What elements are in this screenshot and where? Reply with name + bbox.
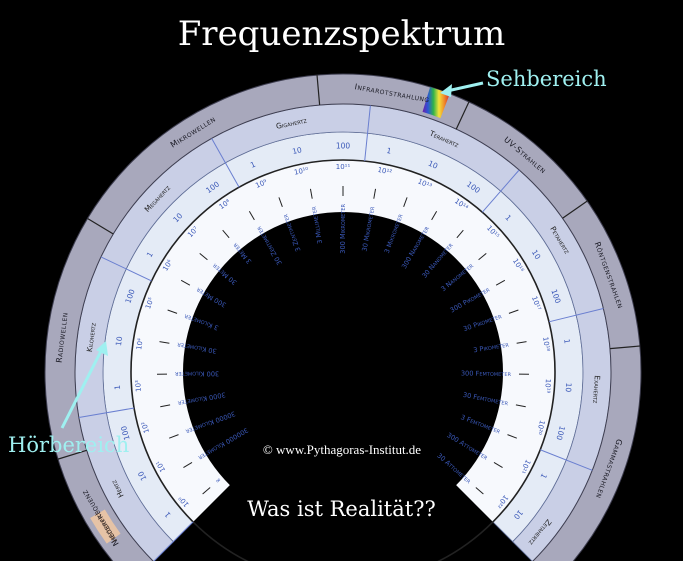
unit-scale-tick: 1 bbox=[562, 338, 572, 344]
unit-scale-tick: 10 bbox=[564, 382, 574, 392]
wavelength-tick bbox=[373, 188, 377, 199]
unit-scale-tick: 1 bbox=[538, 472, 548, 481]
unit-scale-tick: 1 bbox=[503, 213, 513, 223]
power-tick-label: 10²⁰ bbox=[535, 419, 547, 435]
wavelength-tick bbox=[183, 462, 193, 469]
wavelength-label: 300 Mikrometer bbox=[339, 203, 347, 253]
wavelength-tick bbox=[160, 404, 171, 408]
wavelength-tick bbox=[515, 404, 526, 408]
band-divider bbox=[57, 449, 87, 460]
wavelength-tick bbox=[180, 279, 191, 286]
sehbereich-label: Sehbereich bbox=[486, 67, 607, 91]
unit-scale-tick: 1 bbox=[386, 146, 393, 156]
unit-label: Kilohertz bbox=[85, 322, 98, 353]
unit-scale-tick: 100 bbox=[336, 142, 351, 151]
hoerbereich-band bbox=[90, 509, 121, 544]
spectrum-rings bbox=[44, 73, 642, 561]
wavelength-tick bbox=[278, 197, 283, 207]
wavelength-label: ∞ bbox=[214, 476, 223, 486]
wavelength-tick bbox=[431, 211, 438, 221]
band-divider bbox=[316, 75, 321, 106]
power-tick-label: 10¹⁹ bbox=[543, 378, 552, 393]
band-divider bbox=[455, 101, 470, 130]
wavelength-tick bbox=[222, 229, 230, 239]
unit-scale-tick: 1 bbox=[163, 510, 173, 520]
wavelength-tick bbox=[202, 487, 211, 495]
wavelength-tick bbox=[403, 197, 408, 207]
unit-scale-tick: 10 bbox=[427, 159, 440, 171]
unit-divider bbox=[153, 521, 194, 561]
band-divider bbox=[609, 345, 640, 350]
unit-scale-tick: 1 bbox=[113, 385, 122, 391]
hoerbereich-arrowhead bbox=[96, 341, 108, 356]
wavelength-label: 300 Pikometer bbox=[449, 285, 492, 314]
unit-label: Exahertz bbox=[591, 375, 602, 404]
wavelength-tick bbox=[493, 462, 503, 469]
wavelength-label: 300 Femtometer bbox=[461, 369, 512, 378]
hoerbereich-label: Hörbereich bbox=[8, 433, 130, 457]
wavelength-label: 30 Zentimeter bbox=[255, 224, 284, 266]
unit-scale-tick: 100 bbox=[554, 425, 567, 441]
power-tick-label: 10⁴ bbox=[135, 338, 145, 351]
unit-scale-tick: 100 bbox=[119, 425, 132, 441]
band-divider bbox=[87, 218, 114, 235]
power-tick-label: 10¹⁸ bbox=[541, 336, 551, 352]
wavelength-label: 3 Nanometer bbox=[439, 261, 475, 293]
wavelength-tick bbox=[309, 188, 313, 199]
wavelength-tick bbox=[507, 434, 518, 439]
unit-scale-tick: 1 bbox=[145, 250, 155, 259]
sehbereich-arrow bbox=[446, 81, 484, 93]
wavelength-tick bbox=[516, 341, 527, 344]
wavelength-tick bbox=[199, 253, 208, 261]
page-title: Frequenzspektrum bbox=[177, 14, 506, 54]
inner-ring-line bbox=[130, 159, 556, 561]
unit-scale-tick: 10 bbox=[291, 145, 302, 156]
wavelength-label: 30 Nanometer bbox=[420, 241, 455, 280]
copyright-notice: © www.Pythagoras-Institut.de bbox=[262, 442, 422, 457]
wavelength-tick bbox=[508, 309, 519, 314]
unit-scale-tick: 10 bbox=[114, 336, 124, 347]
hoerbereich-arrow bbox=[60, 348, 104, 429]
unit-divider bbox=[100, 256, 152, 282]
unit-divider bbox=[548, 308, 604, 323]
unit-divider bbox=[364, 105, 371, 162]
power-tick-label: 10¹² bbox=[377, 166, 393, 177]
wavelength-tick bbox=[495, 279, 506, 286]
wavelength-label: 300 Kilometer bbox=[174, 369, 219, 378]
visible-light-band bbox=[422, 87, 450, 119]
unit-scale-tick: 1 bbox=[249, 160, 257, 170]
unit-divider bbox=[78, 407, 135, 419]
unit-scale-tick: 10 bbox=[530, 248, 543, 261]
wavelength-tick bbox=[456, 229, 464, 239]
unit-scale-tick: 10 bbox=[136, 469, 148, 482]
wavelength-tick bbox=[159, 341, 170, 344]
power-tick-label: 10⁵ bbox=[144, 296, 156, 310]
wavelength-tick bbox=[167, 309, 178, 314]
wavelength-label: 300 Nanometer bbox=[400, 224, 431, 270]
wavelength-tick bbox=[168, 434, 179, 439]
power-tick-label: 10³ bbox=[134, 380, 143, 392]
dial-cutout bbox=[229, 372, 457, 486]
unit-divider bbox=[481, 169, 520, 213]
power-tick-label: 10¹⁰ bbox=[293, 166, 309, 177]
page-subtitle: Was ist Realität?? bbox=[247, 497, 436, 521]
band-dividers bbox=[57, 75, 640, 561]
power-tick-label: 10² bbox=[140, 420, 151, 434]
wavelength-tick bbox=[248, 211, 255, 221]
unit-divider bbox=[211, 138, 240, 188]
wavelength-label: 30000 Kilometer bbox=[184, 409, 236, 435]
band-divider bbox=[562, 200, 588, 219]
wavelength-tick bbox=[478, 253, 487, 261]
sehbereich-arrowhead bbox=[440, 84, 452, 97]
unit-divider bbox=[540, 449, 593, 471]
wavelength-tick bbox=[475, 487, 484, 495]
power-tick-label: 10¹¹ bbox=[336, 163, 351, 171]
